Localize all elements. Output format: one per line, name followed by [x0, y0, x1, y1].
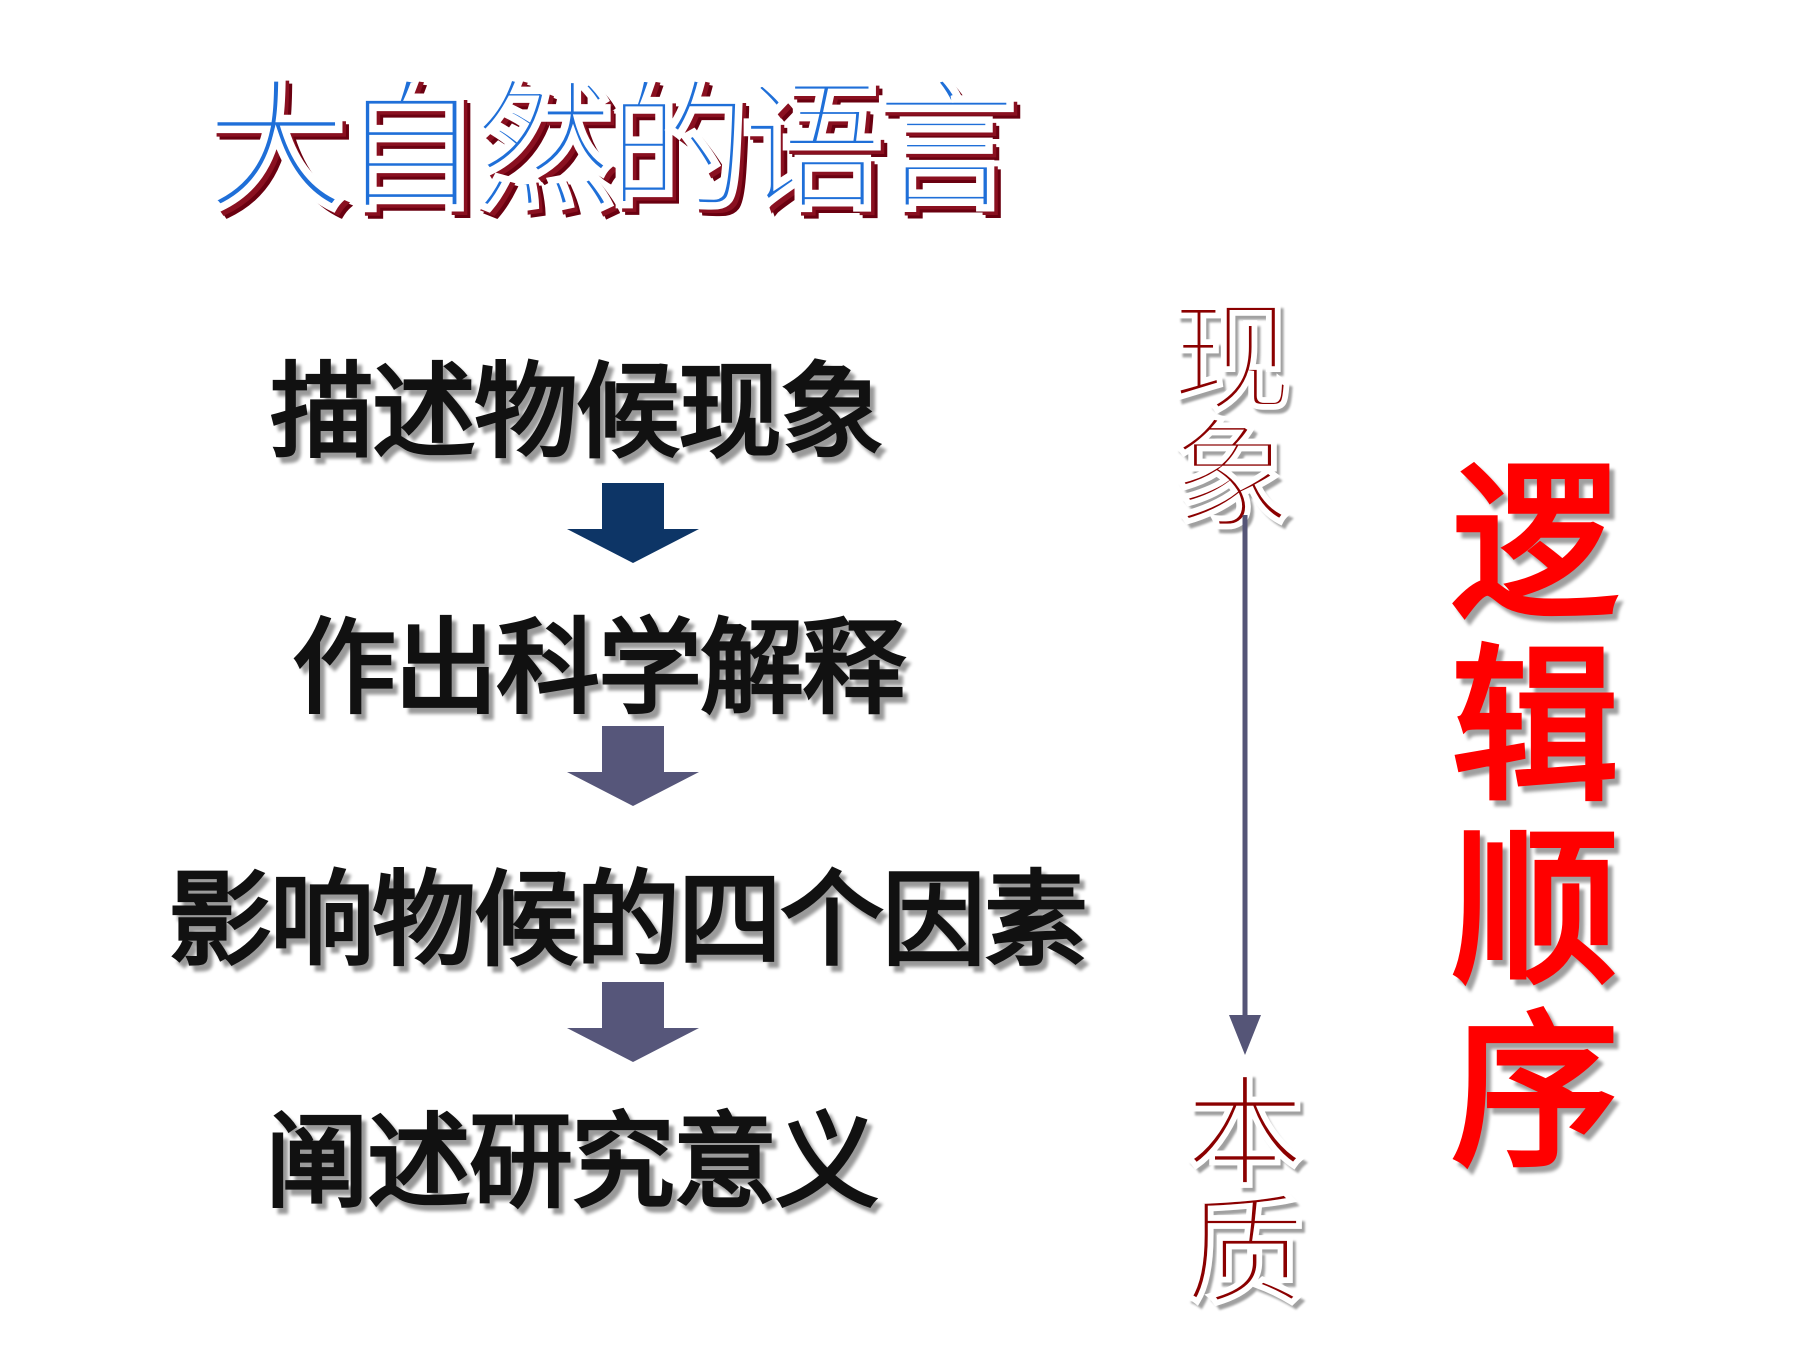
down-arrow-icon — [567, 982, 699, 1062]
phenomenon-char: 象 — [1171, 408, 1293, 547]
essence-label: 本 质 — [1170, 1065, 1320, 1322]
phenomenon-to-essence-arrow-icon — [1229, 515, 1261, 1055]
down-arrow-icon — [567, 726, 699, 806]
slide-title: 大自然的语言 — [204, 66, 1019, 231]
logic-order-char: 辑 — [1451, 629, 1619, 825]
logic-order-char: 逻 — [1451, 446, 1619, 642]
phenomenon-char: 现 — [1171, 290, 1293, 429]
step-four-factors: 影响物候的四个因素 — [168, 859, 1088, 981]
logic-order-label: 逻 辑 顺 序 — [1440, 460, 1630, 1192]
essence-char: 本 — [1184, 1065, 1306, 1204]
logic-order-char: 顺 — [1451, 812, 1619, 1008]
logic-order-char: 序 — [1451, 995, 1619, 1191]
down-arrow-icon — [567, 483, 699, 563]
phenomenon-label: 现 象 — [1157, 290, 1307, 547]
essence-char: 质 — [1184, 1183, 1306, 1322]
step-research-significance: 阐述研究意义 — [265, 1101, 879, 1223]
step-scientific-explanation: 作出科学解释 — [292, 607, 906, 729]
step-describe-phenology: 描述物候现象 — [270, 351, 884, 473]
